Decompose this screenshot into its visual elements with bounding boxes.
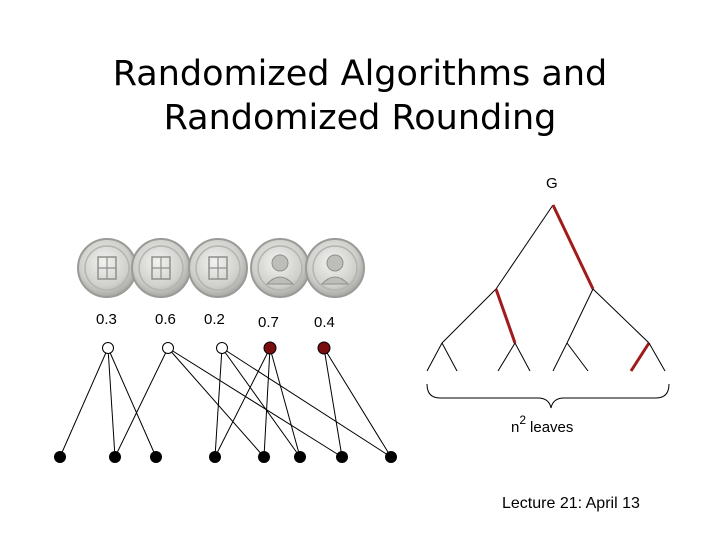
- bipartite-edge: [168, 348, 342, 457]
- coin-1: [78, 239, 136, 297]
- coin-node: [163, 343, 174, 354]
- probability-label-3: 0.2: [204, 311, 225, 328]
- bipartite-edge: [108, 348, 156, 457]
- coin-node: [103, 343, 114, 354]
- bottom-node: [109, 451, 121, 463]
- coin-2: [132, 239, 190, 297]
- bottom-node: [209, 451, 221, 463]
- bottom-node: [294, 451, 306, 463]
- bipartite-top-nodes: [103, 342, 331, 354]
- bipartite-edge: [60, 348, 108, 457]
- bipartite-edge: [324, 348, 391, 457]
- bipartite-edge: [264, 348, 270, 457]
- bottom-node: [150, 451, 162, 463]
- leaves-brace: [427, 384, 669, 408]
- bottom-node: [258, 451, 270, 463]
- bipartite-graph: [54, 342, 397, 463]
- bipartite-edge: [108, 348, 115, 457]
- bipartite-edge: [115, 348, 168, 457]
- bottom-node: [54, 451, 66, 463]
- coin-node: [217, 343, 228, 354]
- coin-row: [78, 239, 364, 297]
- tree-root-label: G: [546, 175, 558, 192]
- bipartite-bottom-nodes: [54, 451, 397, 463]
- highlighted-edge-root-right: [553, 205, 593, 289]
- bipartite-edge: [222, 348, 391, 457]
- bottom-node: [336, 451, 348, 463]
- binary-tree: G n2 leaves: [427, 175, 669, 436]
- probability-label-5: 0.4: [314, 314, 335, 331]
- bottom-node: [385, 451, 397, 463]
- probability-label-1: 0.3: [96, 311, 117, 328]
- bipartite-edge: [215, 348, 270, 457]
- coin-3: [189, 239, 247, 297]
- leaves-caption: n2 leaves: [511, 413, 573, 436]
- probability-label-2: 0.6: [155, 311, 176, 328]
- bipartite-edge: [270, 348, 300, 457]
- selected-coin-node: [318, 342, 330, 354]
- coin-4: [251, 239, 309, 297]
- bipartite-edges: [60, 348, 391, 457]
- highlighted-edge-leaf: [631, 343, 649, 371]
- lecture-footer: Lecture 21: April 13: [502, 495, 640, 513]
- bipartite-edge: [324, 348, 342, 457]
- probability-label-4: 0.7: [258, 314, 279, 331]
- leaves-base: n: [511, 419, 519, 436]
- leaves-text: leaves: [530, 419, 573, 436]
- leaves-exponent: 2: [519, 413, 526, 427]
- highlighted-edge-left-right: [496, 289, 515, 343]
- selected-coin-node: [264, 342, 276, 354]
- bipartite-edge: [222, 348, 300, 457]
- coin-5: [306, 239, 364, 297]
